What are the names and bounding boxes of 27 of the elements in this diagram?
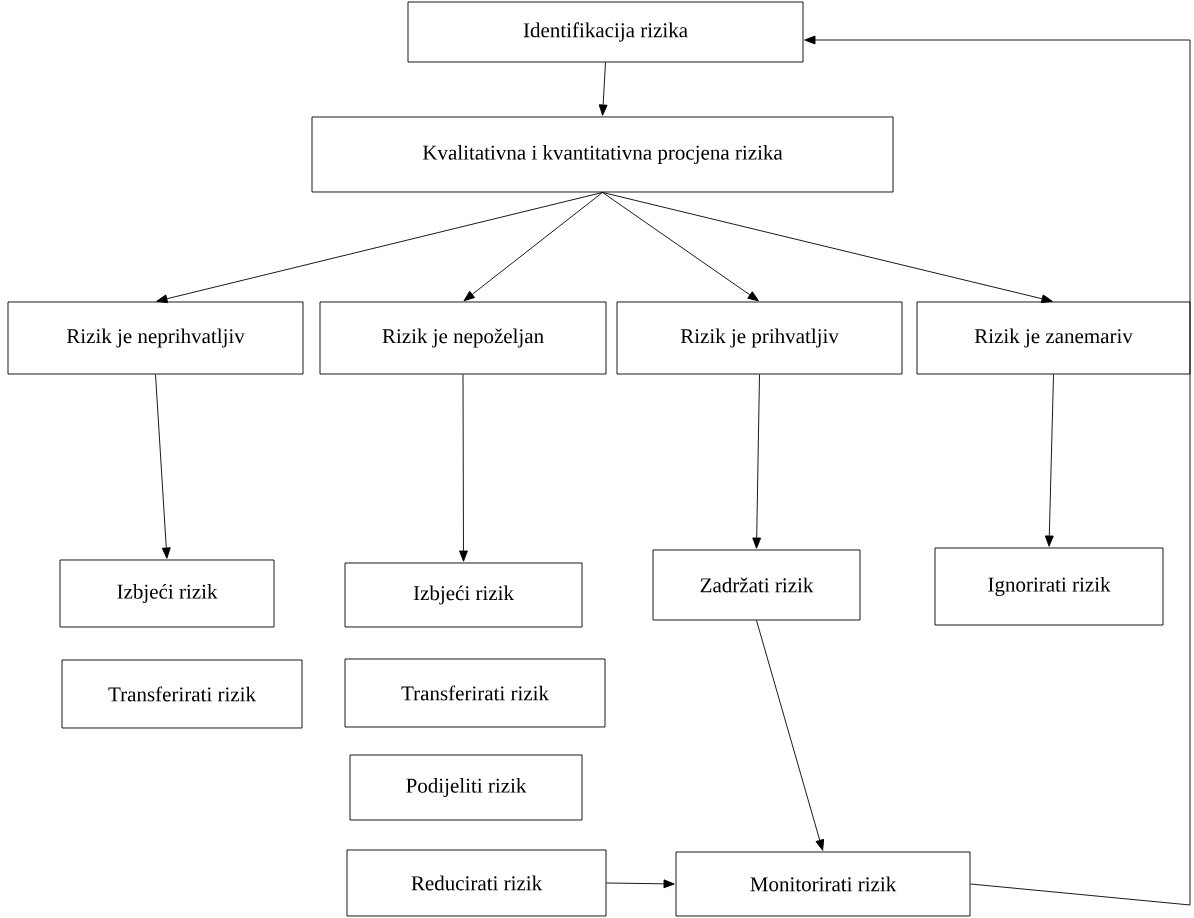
process-box: Identifikacija rizika: [407, 1, 804, 63]
process-box: Ignorirati rizik: [934, 547, 1164, 626]
arrow: [598, 62, 608, 116]
process-box: Rizik je nepoželjan: [319, 301, 607, 375]
process-box: Transferirati rizik: [344, 658, 606, 728]
arrow: [156, 192, 603, 304]
arrow: [804, 35, 1191, 906]
process-box: Monitorirati rizik: [675, 851, 971, 917]
arrow: [463, 192, 603, 302]
process-box: Izbjeći rizik: [344, 562, 583, 628]
process-box: Izbjeći rizik: [59, 559, 275, 628]
arrow: [1044, 374, 1054, 547]
arrow: [602, 192, 759, 302]
arrow: [459, 374, 468, 562]
process-box: Transferirati rizik: [61, 659, 303, 729]
arrow: [602, 192, 1053, 304]
process-box: Zadržati rizik: [652, 549, 861, 621]
process-box: Reducirati rizik: [346, 849, 607, 917]
arrow: [155, 374, 171, 559]
process-box: Rizik je neprihvatljiv: [7, 301, 304, 375]
process-box: Podijeliti rizik: [349, 754, 583, 821]
arrow: [752, 374, 762, 549]
process-box: Rizik je prihvatljiv: [616, 301, 903, 375]
arrow: [756, 620, 825, 851]
process-box: Kvalitativna i kvantitativna procjena rizika: [311, 116, 894, 193]
process-box: Rizik je zanemariv: [916, 301, 1191, 375]
arrow: [606, 879, 675, 889]
